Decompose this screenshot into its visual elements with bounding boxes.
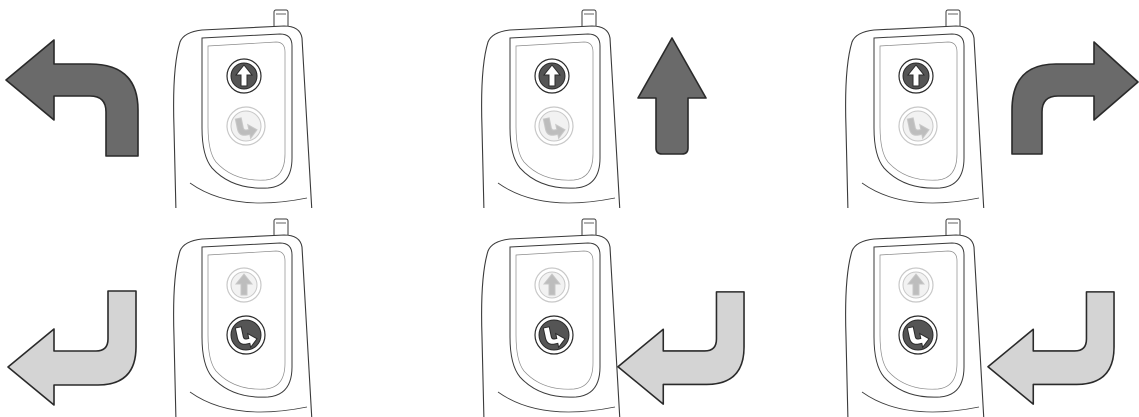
remote-device — [480, 217, 625, 417]
up-button[interactable] — [227, 59, 261, 93]
return-left-arrow-icon — [6, 289, 138, 407]
turn-button[interactable] — [227, 107, 265, 145]
turn-button[interactable] — [899, 107, 937, 145]
up-button[interactable] — [227, 268, 261, 302]
panel-top-left — [0, 0, 380, 208]
up-button[interactable] — [899, 59, 933, 93]
up-button[interactable] — [535, 268, 569, 302]
straight-up-arrow-icon — [636, 36, 708, 156]
panel-bottom-right — [760, 209, 1139, 417]
up-button[interactable] — [899, 268, 933, 302]
return-left-arrow-icon — [986, 289, 1116, 407]
turn-button[interactable] — [535, 316, 573, 354]
turn-button[interactable] — [227, 316, 265, 354]
panel-top-middle — [380, 0, 760, 208]
turn-left-arrow-icon — [4, 38, 138, 158]
panel-top-right — [760, 0, 1139, 208]
panel-bottom-left — [0, 209, 380, 417]
remote-device — [172, 8, 317, 208]
turn-right-arrow-icon — [1010, 40, 1139, 156]
remote-device — [844, 8, 989, 208]
remote-device — [844, 217, 989, 417]
turn-button[interactable] — [899, 316, 937, 354]
remote-device — [172, 217, 317, 417]
panel-bottom-middle — [380, 209, 760, 417]
return-left-arrow-icon — [616, 289, 746, 407]
turn-button[interactable] — [535, 107, 573, 145]
remote-device — [480, 8, 625, 208]
up-button[interactable] — [535, 59, 569, 93]
